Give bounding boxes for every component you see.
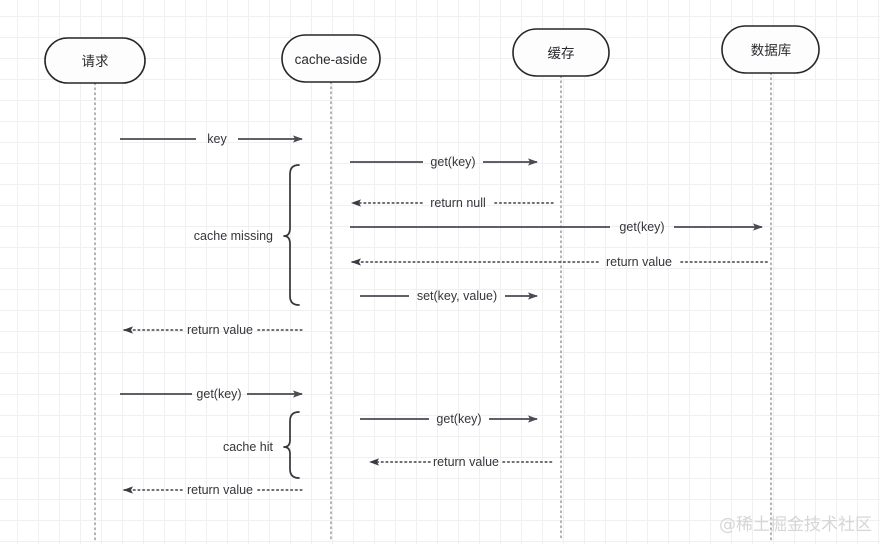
message-label-4: return value xyxy=(606,255,672,269)
participant-box-database[interactable] xyxy=(721,25,820,74)
brace-cache-missing xyxy=(283,164,300,306)
watermark-label: @稀土掘金技术社区 xyxy=(719,515,872,535)
message-label-3: get(key) xyxy=(619,220,664,234)
message-label-6: return value xyxy=(187,323,253,337)
message-label-10: return value xyxy=(187,483,253,497)
participant-request[interactable]: 请求 xyxy=(44,37,146,84)
message-set-key-value[interactable]: set(key, value) xyxy=(360,289,538,303)
lifelines xyxy=(94,72,772,541)
message-label-0: key xyxy=(207,132,227,146)
group-label-cache-hit: cache hit xyxy=(223,440,274,454)
participant-label-database: 数据库 xyxy=(751,43,792,58)
participant-label-cache-aside: cache-aside xyxy=(295,52,368,67)
message-label-8: get(key) xyxy=(436,412,481,426)
message-return-value-to-request-1[interactable]: return value xyxy=(123,323,303,337)
participant-cache[interactable]: 缓存 xyxy=(512,28,610,77)
message-get-key-request[interactable]: get(key) xyxy=(120,387,303,401)
group-cache-missing[interactable]: cache missing xyxy=(194,164,300,306)
message-return-value-cache[interactable]: return value xyxy=(369,455,553,469)
message-return-null[interactable]: return null xyxy=(351,196,556,210)
message-label-9: return value xyxy=(433,455,499,469)
participant-box-request[interactable] xyxy=(44,37,146,84)
brace-cache-hit xyxy=(283,411,300,479)
participant-label-request: 请求 xyxy=(82,54,109,69)
message-label-5: set(key, value) xyxy=(417,289,497,303)
message-get-key-cache-2[interactable]: get(key) xyxy=(360,412,538,426)
group-label-cache-missing: cache missing xyxy=(194,229,273,243)
group-cache-hit[interactable]: cache hit xyxy=(223,411,300,479)
message-get-key-cache-1[interactable]: get(key) xyxy=(350,155,538,169)
participant-box-cache[interactable] xyxy=(512,28,610,77)
message-label-7: get(key) xyxy=(196,387,241,401)
message-label-1: get(key) xyxy=(430,155,475,169)
message-return-value-db[interactable]: return value xyxy=(351,255,769,269)
participant-box-cache-aside[interactable] xyxy=(281,34,381,83)
message-label-2: return null xyxy=(430,196,486,210)
participant-cache-aside[interactable]: cache-aside xyxy=(281,34,381,83)
participant-database[interactable]: 数据库 xyxy=(721,25,820,74)
message-get-key-db[interactable]: get(key) xyxy=(350,220,763,234)
participant-label-cache: 缓存 xyxy=(548,46,575,61)
message-key[interactable]: key xyxy=(120,132,303,146)
message-return-value-to-request-2[interactable]: return value xyxy=(123,483,303,497)
